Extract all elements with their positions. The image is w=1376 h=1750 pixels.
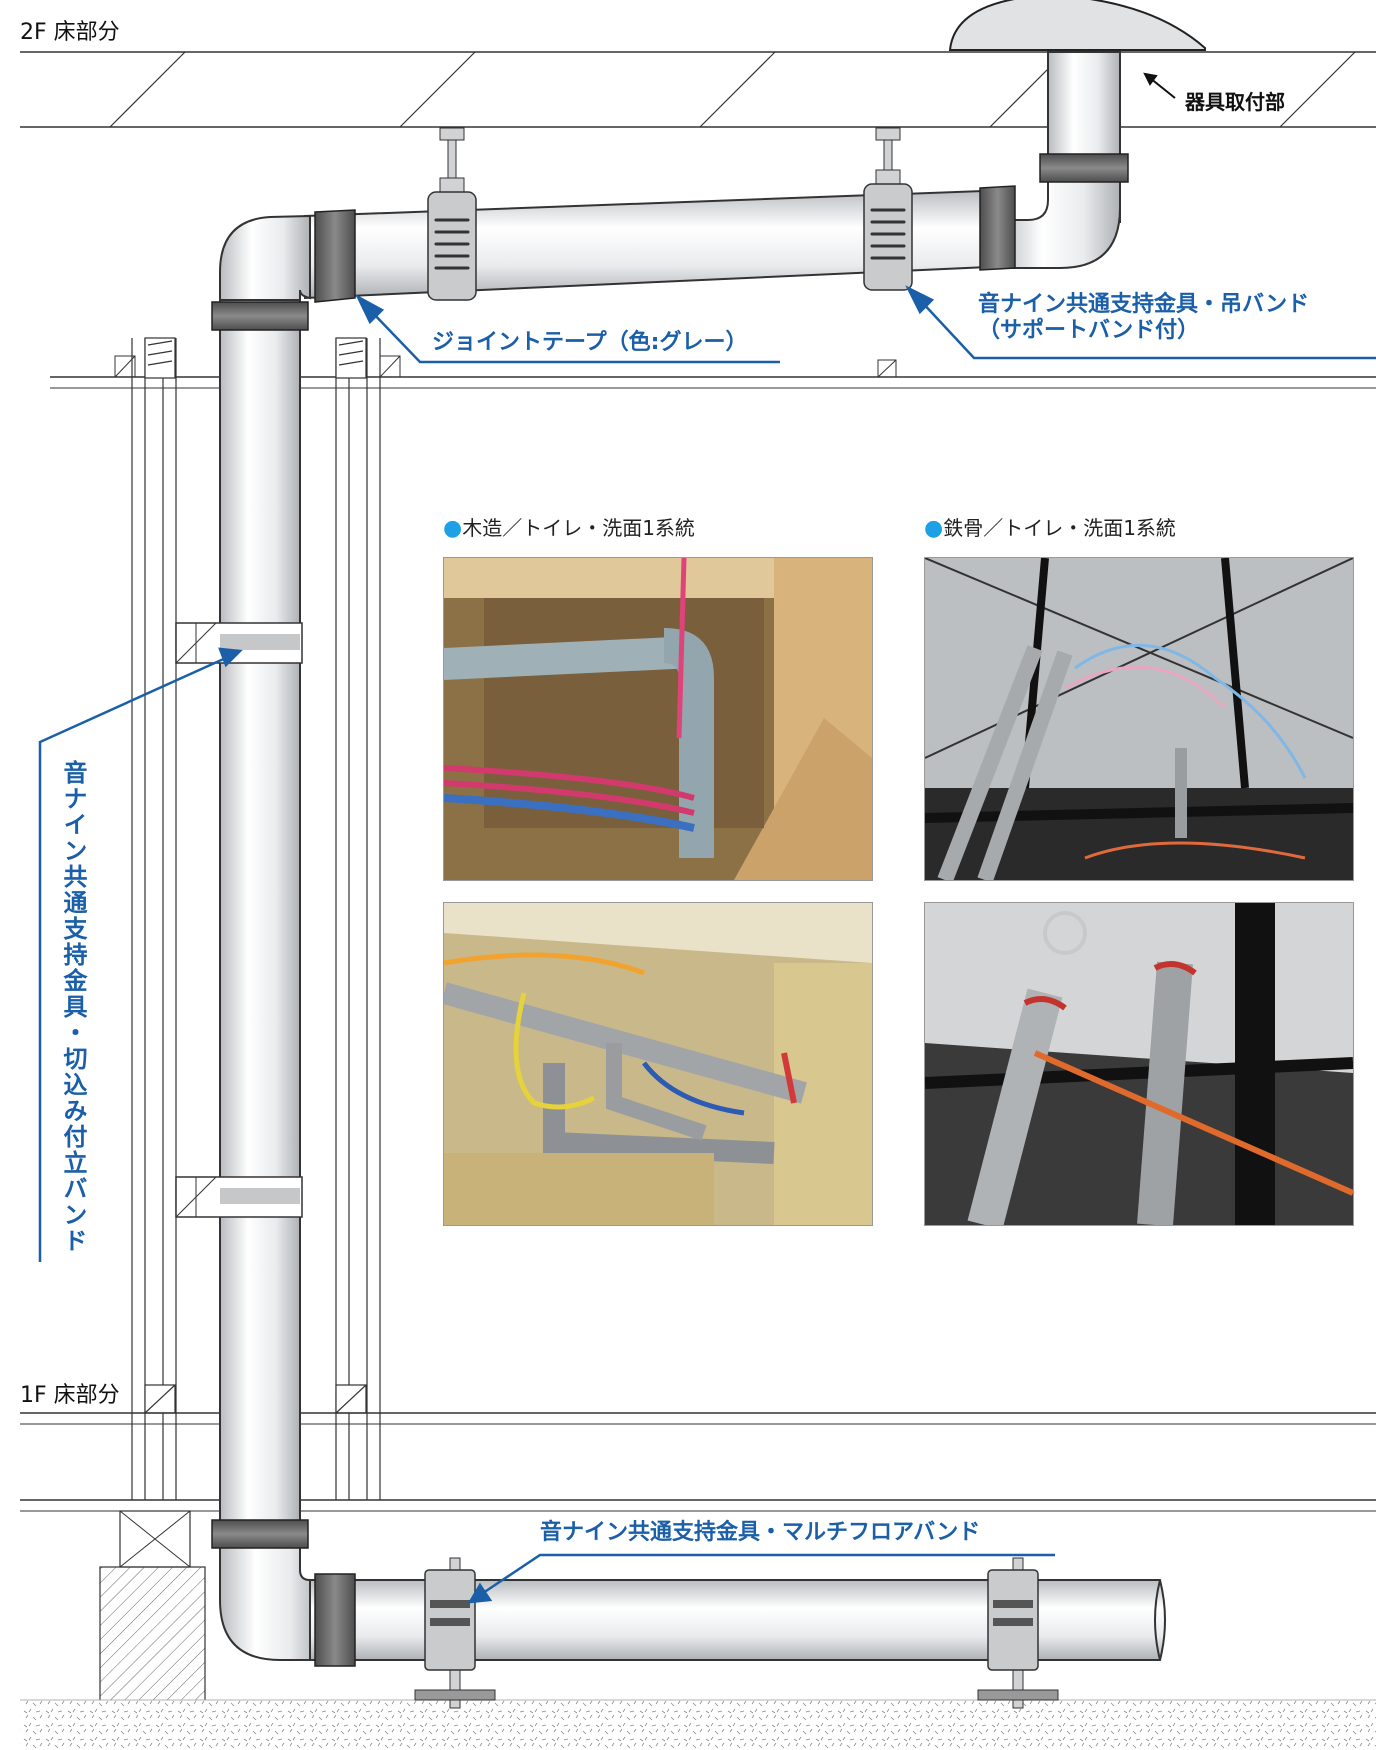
vertical-pipe [219,299,301,1561]
steel-photo-1 [924,557,1354,881]
gravel-ground [20,1700,1376,1750]
steel-caption-text: 鉄骨／トイレ・洗面1系統 [943,516,1176,540]
bottom-elbow [219,1539,321,1661]
steel-photo-2 [924,902,1354,1226]
wood-photo-1 [443,557,873,881]
hanging-band-label: 音ナイン共通支持金具・吊バンド （サポートバンド付） [978,292,1309,344]
upper-floor-label: 2F 床部分 [20,20,120,45]
multi-floor-bands [414,1557,1059,1709]
lower-floor-label: 1F 床部分 [20,1383,120,1408]
vertical-band-label: 音ナイン共通支持金具・切込み付立バンド [59,760,87,1254]
callout-leaders [38,285,1376,1604]
joint-tapes [211,153,1129,1667]
fixture-mount-label: 器具取付部 [1185,90,1285,114]
fixture-mount-arrow-icon [1143,72,1176,99]
bullet-icon: ● [924,516,944,541]
wood-photo-caption: ●木造／トイレ・洗面1系統 [443,512,695,541]
fixture-dome [948,0,1206,51]
top-right-elbow [999,179,1121,269]
top-left-elbow [219,214,311,311]
hanging-band-label-line2: （サポートバンド付） [978,318,1200,343]
steel-photo-caption: ●鉄骨／トイレ・洗面1系統 [924,512,1176,541]
bullet-icon: ● [443,516,463,541]
wood-caption-text: 木造／トイレ・洗面1系統 [462,516,695,540]
joint-tape-label: ジョイントテープ（色:グレー） [432,330,748,355]
upper-floor-slab [20,51,1376,128]
wood-photo-2 [443,902,873,1226]
wall-studs [131,337,381,1500]
hanging-bands [427,127,913,301]
multi-floor-band-label: 音ナイン共通支持金具・マルチフロアバンド [540,1520,981,1545]
vertical-support-bands [175,622,303,1218]
hanging-band-label-line1: 音ナイン共通支持金具・吊バンド [978,292,1310,317]
